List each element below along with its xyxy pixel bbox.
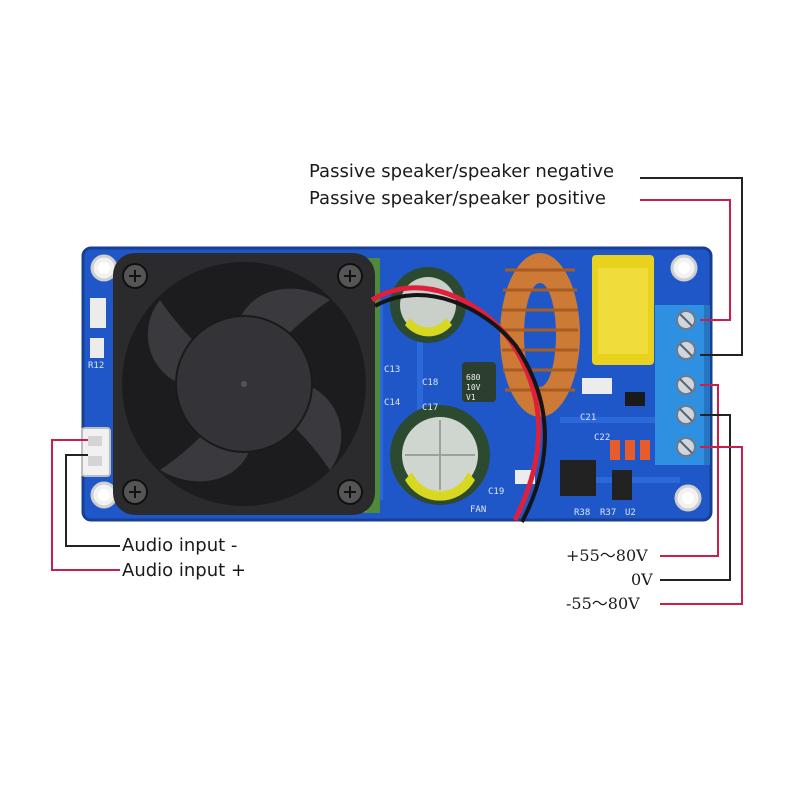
label-audio-input-plus: Audio input + [122, 560, 246, 581]
mounting-hole-icon [98, 262, 110, 274]
leader-speaker-negative [640, 177, 743, 356]
leader-lines [51, 177, 743, 605]
silk-label: C14 [384, 398, 400, 408]
leader-power-negative [660, 446, 743, 605]
mounting-hole-icon [98, 489, 110, 501]
silk-label: R12 [88, 361, 104, 371]
smd-component [90, 298, 106, 328]
smd-component [610, 440, 620, 460]
label-audio-input-minus: Audio input - [122, 535, 238, 556]
silk-label: C18 [422, 378, 438, 388]
label-power-negative: -55～80V [566, 594, 640, 613]
silk-label: C13 [384, 365, 400, 375]
silk-label: C22 [594, 433, 610, 443]
smd-chip [560, 460, 596, 496]
fan-hub-dot [241, 381, 247, 387]
silk-label: R37 [600, 508, 616, 518]
silk-label: R38 [574, 508, 590, 518]
toroidal-inductor-icon [500, 253, 580, 417]
leader-power-positive [660, 384, 719, 557]
smd-component [625, 392, 645, 406]
mounting-hole-icon [682, 492, 694, 504]
silk-label: U2 [625, 508, 636, 518]
connector-housing [81, 427, 111, 477]
label-power-zero: 0V [631, 570, 653, 589]
label-power-positive: +55～80V [566, 546, 648, 565]
silk-label: C21 [580, 413, 596, 423]
fan-wire-black [374, 293, 547, 523]
mounting-hole-icon [678, 262, 690, 274]
cooling-fan-icon [113, 253, 375, 515]
capacitor-small [462, 362, 496, 402]
silk-label: C19 [488, 487, 504, 497]
smd-chip [612, 470, 632, 500]
label-speaker-positive: Passive speaker/speaker positive [309, 188, 606, 209]
leader-power-zero [660, 414, 731, 581]
smd-component [90, 338, 104, 358]
leader-audio-minus [65, 454, 120, 547]
leader-speaker-positive [640, 199, 731, 321]
silk-label: FAN [470, 505, 486, 515]
smd-component [625, 440, 635, 460]
silk-label: C17 [422, 403, 438, 413]
smd-component [582, 378, 612, 394]
smd-component [640, 440, 650, 460]
leader-audio-plus [51, 439, 120, 571]
audio-connector-icon [81, 427, 111, 477]
label-speaker-negative: Passive speaker/speaker negative [309, 161, 615, 182]
